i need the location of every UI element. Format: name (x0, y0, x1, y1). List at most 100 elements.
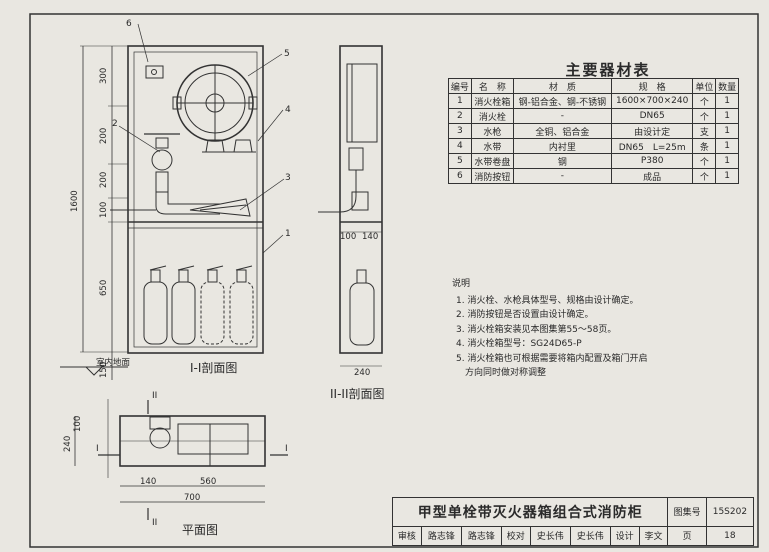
fire-button-box (145, 65, 164, 79)
check-signature: 史长伟 (569, 525, 611, 547)
leader-5 (247, 53, 283, 77)
table-cell: 1 (715, 108, 739, 124)
dim-650: 650 (99, 280, 109, 296)
design-label: 设计 (609, 525, 640, 547)
header-cell: 数量 (715, 78, 739, 94)
table-cell: 消火栓箱 (470, 93, 514, 109)
atlas-label: 图集号 (667, 497, 707, 527)
table-cell: 支 (692, 123, 717, 139)
caption-plan: 平面图 (182, 523, 218, 537)
materials-title: 主要器材表 (565, 61, 651, 79)
review-signature: 路志锋 (460, 525, 502, 547)
dim-200a: 200 (99, 128, 109, 144)
leader-2 (118, 125, 161, 153)
table-cell: 1 (448, 93, 472, 109)
table-cell: DN65 L=25m (610, 138, 694, 154)
dim-700: 700 (184, 493, 200, 503)
plan-valve (149, 427, 171, 449)
notes-title: 说明 (452, 279, 471, 289)
table-cell: 个 (692, 168, 717, 184)
note-item: 3. 消火栓箱安装见本图集第55～58页。 (456, 324, 617, 335)
extinguisher-3 (200, 281, 225, 345)
side-hose-reel (346, 63, 378, 143)
page-number: 18 (705, 525, 755, 547)
note-item: 5. 消火栓箱也可根据需要将箱内配置及箱门开启 (456, 353, 648, 364)
extinguisher-4 (229, 281, 254, 345)
fire-button-knob (151, 69, 157, 75)
header-cell: 单位 (692, 78, 717, 94)
dim-560: 560 (200, 477, 216, 487)
review-label: 审核 (392, 525, 422, 547)
note-item: 4. 消火栓箱型号：SG24D65-P (456, 339, 582, 349)
dim-140p: 140 (140, 477, 156, 487)
leader-6 (137, 23, 149, 63)
table-cell: 1600×700×240 (610, 93, 694, 109)
dim-100b: 100 (340, 232, 356, 242)
leader-4 (257, 109, 284, 142)
table-cell: 5 (448, 153, 472, 169)
cabinet-inner (133, 51, 258, 348)
caption-section-1: I-I剖面图 (190, 361, 237, 375)
table-cell: 4 (448, 138, 472, 154)
table-cell: 内衬里 (512, 138, 612, 154)
table-cell: 全铜、铝合金 (512, 123, 612, 139)
extinguisher-group (143, 265, 254, 345)
dim-140: 140 (362, 232, 378, 242)
nozzle (189, 198, 251, 217)
label-5: 5 (284, 49, 290, 59)
note-item: 方向同时做对称调整 (456, 368, 547, 378)
table-cell: 6 (448, 168, 472, 184)
table-cell: 1 (715, 168, 739, 184)
table-cell: 水枪 (470, 123, 514, 139)
header-cell: 名 称 (470, 78, 514, 94)
caption-section-2: II-II剖面图 (330, 387, 385, 401)
table-row: 4 水带 内衬里 DN65 L=25m 条 1 (448, 138, 739, 154)
table-cell: 水带 (470, 138, 514, 154)
materials-header-row: 编号 名 称 材 质 规 格 单位 数量 (448, 78, 739, 94)
table-cell: DN65 (610, 108, 694, 124)
atlas-number: 15S202 (705, 497, 755, 527)
table-cell: 1 (715, 153, 739, 169)
reel-bracket-left (172, 96, 182, 110)
plan-drawing (74, 399, 288, 520)
cut-mark-I-left: I (96, 444, 99, 454)
cut-mark-II-top: II (152, 391, 157, 401)
table-cell: 2 (448, 108, 472, 124)
header-cell: 编号 (448, 78, 472, 94)
note-item: 2. 消防按钮是否设置由设计确定。 (456, 310, 594, 320)
side-valve (348, 147, 364, 171)
page-label: 页 (667, 525, 707, 547)
section-2-drawing (318, 45, 383, 367)
side-pipe (318, 170, 357, 213)
plan-reel (177, 423, 249, 455)
notes-block: 说明 1. 消火栓、水枪具体型号、规格由设计确定。 2. 消防按钮是否设置由设计… (452, 277, 742, 381)
title-block: 甲型单栓带灭火器箱组合式消防柜 图集号 15S202 审核 路志锋 路志锋 校对… (391, 497, 755, 547)
drawing-title: 甲型单栓带灭火器箱组合式消防柜 (391, 497, 669, 527)
label-3: 3 (285, 173, 291, 183)
table-cell: 个 (692, 93, 717, 109)
leader-1 (262, 234, 284, 254)
header-cell: 材 质 (512, 78, 612, 94)
label-1: 1 (285, 229, 291, 239)
side-cabinet (339, 45, 383, 354)
table-cell: 1 (715, 123, 739, 139)
table-row: 5 水带卷盘 钢 P380 个 1 (448, 153, 739, 169)
table-cell: 1 (715, 138, 739, 154)
section-1-drawing (60, 23, 285, 380)
dim-240: 240 (354, 368, 370, 378)
sheet-border (29, 13, 759, 548)
hydrant-pipe (155, 192, 220, 215)
header-cell: 规 格 (610, 78, 694, 94)
label-6: 6 (126, 19, 132, 29)
table-cell: 个 (692, 108, 717, 124)
cut-mark-I-right: I (285, 444, 288, 454)
table-cell: 1 (715, 93, 739, 109)
table-row: 6 消防按钮 - 成品 个 1 (448, 168, 739, 184)
dim-240p: 240 (63, 436, 73, 452)
table-cell: 3 (448, 123, 472, 139)
note-item: 1. 消火栓、水枪具体型号、规格由设计确定。 (456, 295, 639, 306)
extinguisher-1 (143, 281, 168, 345)
table-cell: 钢 (512, 153, 612, 169)
table-cell: 条 (692, 138, 717, 154)
